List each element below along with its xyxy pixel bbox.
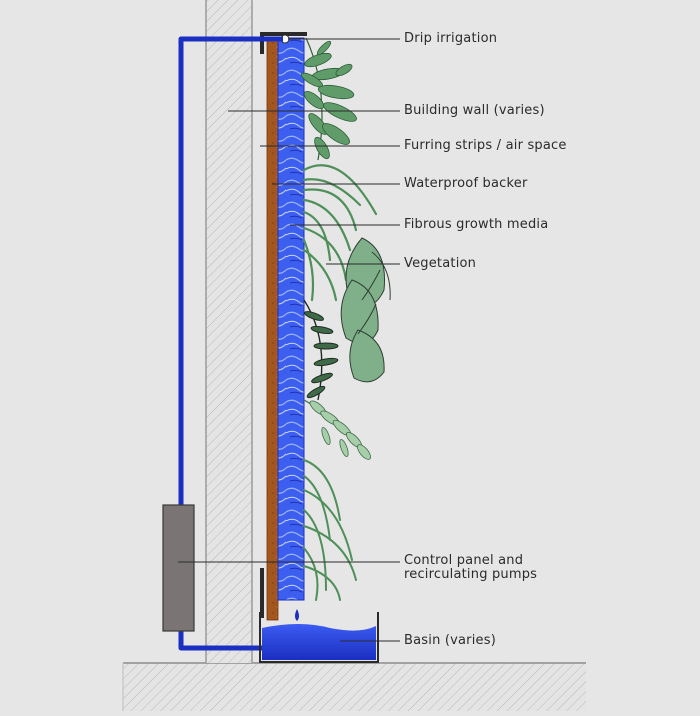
label-drip-irrigation: Drip irrigation	[404, 31, 498, 46]
label-building-wall: Building wall (varies)	[404, 103, 545, 118]
growth-media-panel	[277, 37, 305, 601]
control-panel-box	[162, 504, 195, 632]
vegetation	[301, 37, 391, 601]
fern-light	[303, 399, 371, 460]
basin	[259, 612, 379, 663]
furring-brackets	[260, 32, 307, 618]
ground-slab	[122, 662, 586, 711]
water-droplet	[295, 609, 299, 621]
label-control-panel: Control panel and recirculating pumps	[404, 553, 538, 582]
waterproof-backer	[266, 37, 279, 621]
fern-top	[301, 37, 357, 161]
label-basin: Basin (varies)	[404, 633, 496, 648]
label-growth-media: Fibrous growth media	[404, 217, 549, 232]
leader-lines	[178, 38, 400, 642]
irrigation-pipe	[178, 36, 283, 651]
label-vegetation: Vegetation	[404, 256, 477, 271]
fern-dark	[303, 299, 339, 401]
monstera-leaves	[340, 237, 391, 383]
grass-lower	[303, 459, 357, 601]
label-waterproof-backer: Waterproof backer	[404, 176, 528, 191]
grass-upper	[302, 164, 378, 302]
building-wall	[205, 0, 253, 663]
label-furring-strips: Furring strips / air space	[404, 138, 567, 153]
